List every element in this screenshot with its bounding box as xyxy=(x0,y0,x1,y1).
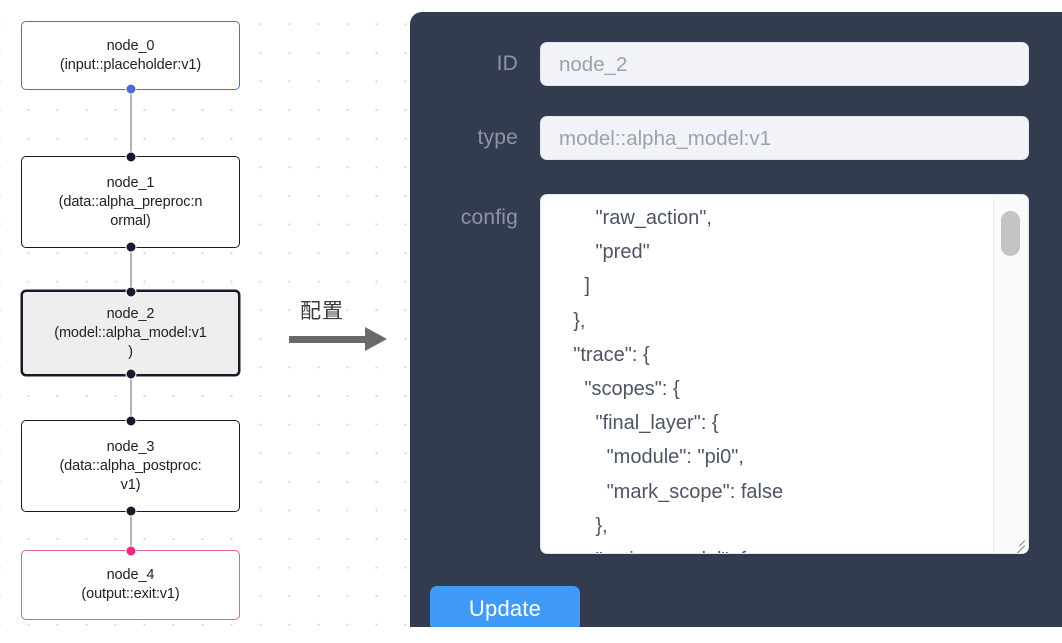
node-config-panel: ID node_2 type model::alpha_model:v1 con… xyxy=(410,12,1062,627)
id-field-label: ID xyxy=(496,52,518,75)
node-handle-source-icon[interactable] xyxy=(125,83,136,95)
config-scrollbar[interactable] xyxy=(993,195,1028,553)
type-field-label: type xyxy=(477,126,518,149)
flow-node-node_2[interactable]: node_2 (model::alpha_model:v1 ) xyxy=(21,286,240,380)
node-handle-source-icon[interactable] xyxy=(125,241,136,253)
node-handle-source-icon[interactable] xyxy=(125,368,136,380)
node-handle-source-icon[interactable] xyxy=(125,505,136,517)
edge-node1-node2 xyxy=(130,248,132,290)
flow-node-node_1[interactable]: node_1 (data::alpha_preproc:n ormal) xyxy=(21,151,240,253)
edge-node2-node3 xyxy=(130,376,132,420)
flow-node-label: node_0 (input::placeholder:v1) xyxy=(59,37,202,73)
flow-node-label: node_3 (data::alpha_postproc: v1) xyxy=(59,438,202,493)
transition-arrow-group: 配置 xyxy=(288,298,398,358)
resize-handle-icon[interactable] xyxy=(1009,534,1026,553)
node-handle-target-icon[interactable] xyxy=(125,415,136,427)
node-handle-target-icon[interactable] xyxy=(125,151,136,163)
id-input[interactable]: node_2 xyxy=(540,42,1029,86)
field-row-config: config "raw_action", "pred" ] }, "trace"… xyxy=(410,194,1062,554)
field-row-type: type model::alpha_model:v1 xyxy=(410,116,1062,160)
config-textarea-wrapper[interactable]: "raw_action", "pred" ] }, "trace": { "sc… xyxy=(540,194,1029,554)
arrow-shaft-icon xyxy=(289,336,367,343)
flow-node-label: node_4 (output::exit:v1) xyxy=(81,567,180,602)
node-handle-target-icon[interactable] xyxy=(125,286,136,298)
config-field-label: config xyxy=(460,206,518,229)
config-scrollbar-thumb[interactable] xyxy=(1001,211,1020,256)
flow-node-label: node_1 (data::alpha_preproc:n ormal) xyxy=(58,174,203,229)
flow-node-node_0[interactable]: node_0 (input::placeholder:v1) xyxy=(21,21,240,95)
flow-node-label: node_2 (model::alpha_model:v1 ) xyxy=(54,305,207,360)
edge-node3-node4 xyxy=(130,512,132,550)
edge-node0-node1 xyxy=(130,90,132,156)
field-row-id: ID node_2 xyxy=(410,42,1062,86)
config-textarea[interactable]: "raw_action", "pred" ] }, "trace": { "sc… xyxy=(573,207,784,553)
update-button[interactable]: Update xyxy=(430,586,580,627)
arrow-head-icon xyxy=(365,327,387,351)
flow-node-node_3[interactable]: node_3 (data::alpha_postproc: v1) xyxy=(21,415,240,517)
flow-node-node_4[interactable]: node_4 (output::exit:v1) xyxy=(21,545,240,620)
type-input[interactable]: model::alpha_model:v1 xyxy=(540,116,1029,160)
transition-arrow-label: 配置 xyxy=(300,299,344,323)
node-handle-target-icon[interactable] xyxy=(125,545,136,557)
flow-canvas[interactable]: node_0 (input::placeholder:v1) node_1 (d… xyxy=(0,0,400,643)
